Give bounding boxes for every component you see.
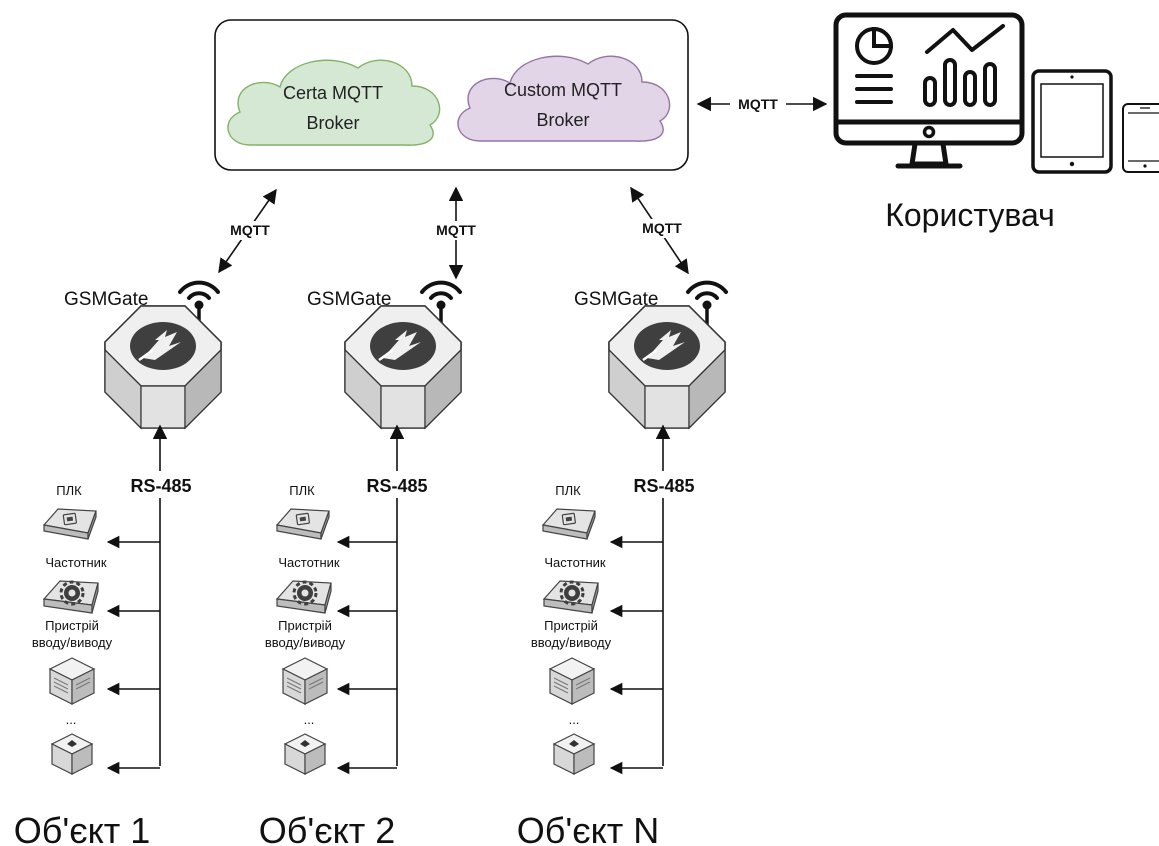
object-1: MQTT GSMGate RS-485 ПЛК Частотник Пристр… bbox=[14, 188, 277, 846]
object-1-drive-label: Частотник bbox=[45, 555, 107, 570]
object-2-bus-label: RS-485 bbox=[366, 476, 427, 496]
phone-icon bbox=[1122, 103, 1159, 173]
object-2-plc-label: ПЛК bbox=[289, 483, 315, 498]
object-2-io-label-1: Пристрій bbox=[278, 618, 332, 633]
certa-broker-cloud: Certa MQTT Broker bbox=[227, 59, 441, 146]
object-1-io-label-2: вводу/виводу bbox=[32, 635, 113, 650]
plc-icon bbox=[542, 508, 596, 540]
custom-broker-label-1: Custom MQTT bbox=[504, 80, 622, 100]
certa-broker-label-2: Broker bbox=[306, 113, 359, 133]
monitor-dashboard-icon bbox=[833, 12, 1025, 169]
custom-broker-label-2: Broker bbox=[536, 110, 589, 130]
object-1-mqtt-label: MQTT bbox=[230, 222, 270, 238]
object-2: MQTT GSMGate RS-485 ПЛК Частотник Пристр… bbox=[259, 186, 484, 846]
user-label: Користувач bbox=[885, 197, 1055, 233]
drive-gear-icon bbox=[275, 579, 333, 615]
object-n-name: Об'єкт N bbox=[517, 810, 660, 846]
gateway-device-icon bbox=[607, 304, 727, 430]
certa-broker-label-1: Certa MQTT bbox=[283, 83, 383, 103]
object-n-io-label-2: вводу/виводу bbox=[531, 635, 612, 650]
object-1-name: Об'єкт 1 bbox=[14, 810, 151, 846]
object-n-mqtt-label: MQTT bbox=[642, 220, 682, 236]
io-module-icon bbox=[549, 657, 595, 705]
drive-gear-icon bbox=[42, 579, 100, 615]
object-n-more-label: ... bbox=[569, 712, 580, 727]
object-n-bus-label: RS-485 bbox=[633, 476, 694, 496]
io-module-icon bbox=[282, 657, 328, 705]
generic-device-icon bbox=[51, 733, 93, 775]
io-module-icon bbox=[49, 657, 95, 705]
object-1-plc-label: ПЛК bbox=[56, 483, 82, 498]
object-n-gateway-label: GSMGate bbox=[574, 289, 658, 310]
object-1-more-label: ... bbox=[66, 712, 77, 727]
object-2-drive-label: Частотник bbox=[278, 555, 340, 570]
object-1-io-label-1: Пристрій bbox=[45, 618, 99, 633]
tablet-icon bbox=[1031, 69, 1113, 174]
object-n: MQTT GSMGate RS-485 ПЛК Частотник Пристр… bbox=[517, 186, 728, 846]
object-2-gateway-label: GSMGate bbox=[307, 289, 391, 310]
custom-broker-cloud: Custom MQTT Broker bbox=[457, 55, 671, 142]
object-n-io-label-1: Пристрій bbox=[544, 618, 598, 633]
object-n-drive-label: Частотник bbox=[544, 555, 606, 570]
user-mqtt-label: MQTT bbox=[738, 96, 778, 112]
object-1-gateway-label: GSMGate bbox=[64, 289, 148, 310]
object-2-io-label-2: вводу/виводу bbox=[265, 635, 346, 650]
generic-device-icon bbox=[553, 733, 595, 775]
object-1-bus-label: RS-485 bbox=[130, 476, 191, 496]
plc-icon bbox=[276, 508, 330, 540]
plc-icon bbox=[43, 508, 97, 540]
object-2-more-label: ... bbox=[304, 712, 315, 727]
drive-gear-icon bbox=[542, 579, 600, 615]
generic-device-icon bbox=[284, 733, 326, 775]
user-mqtt-link: MQTT bbox=[696, 95, 828, 113]
object-2-mqtt-label: MQTT bbox=[436, 222, 476, 238]
gateway-device-icon bbox=[343, 304, 463, 430]
gateway-device-icon bbox=[103, 304, 223, 430]
object-2-name: Об'єкт 2 bbox=[259, 810, 396, 846]
object-n-plc-label: ПЛК bbox=[555, 483, 581, 498]
